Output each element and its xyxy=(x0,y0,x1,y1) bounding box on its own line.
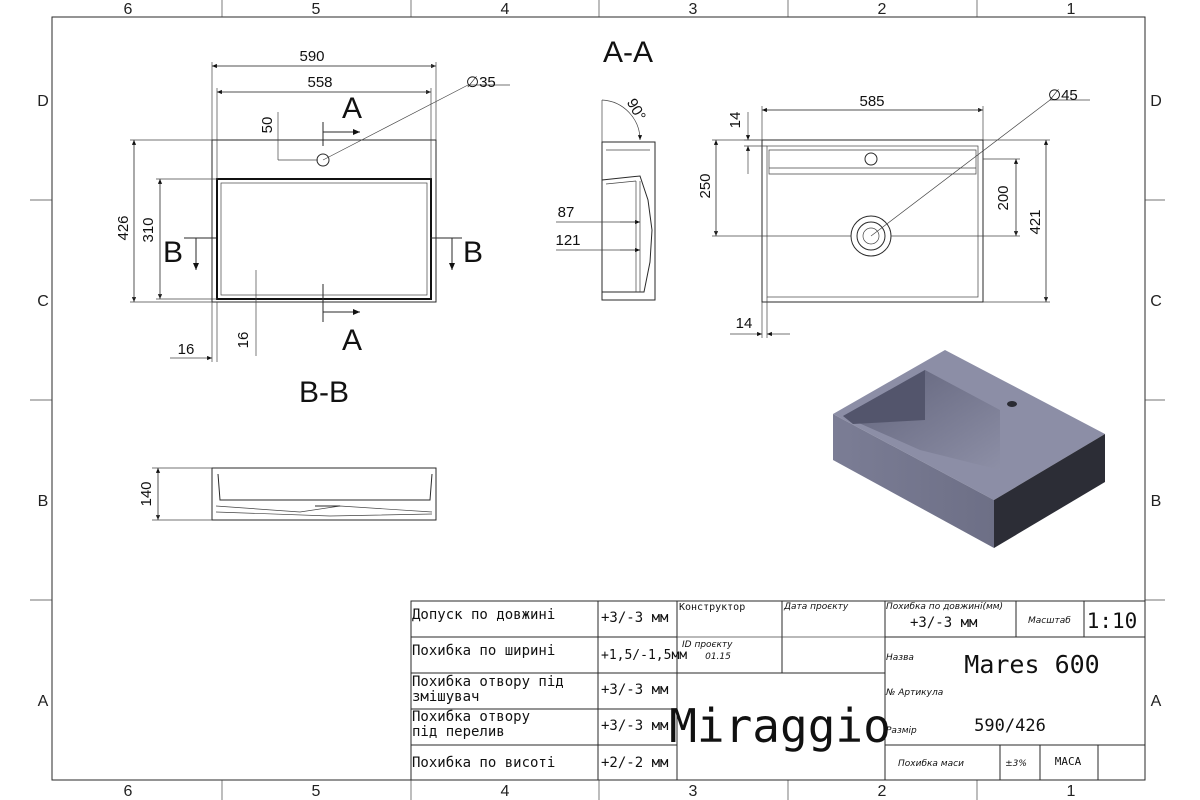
zone-bottom-5: 5 xyxy=(312,783,321,800)
section-title-aa: A-A xyxy=(603,36,653,69)
zone-top-3: 3 xyxy=(689,1,698,18)
mass-tolerance-value: ±3% xyxy=(1005,759,1027,769)
title-block xyxy=(410,600,1146,781)
zone-right-a: A xyxy=(1151,693,1162,710)
size-label: Размір xyxy=(886,726,917,736)
dim-drain-45: ∅45 xyxy=(1048,87,1078,104)
dim-hole-35: ∅35 xyxy=(466,74,496,91)
zone-left-c: C xyxy=(37,293,49,310)
tolerance-label-overflow-2: під перелив xyxy=(412,724,505,740)
zone-right-b: B xyxy=(1151,493,1162,510)
dim-310: 310 xyxy=(140,217,157,242)
dim-rim-14-bottom: 14 xyxy=(736,315,753,332)
cut-label-b-right: B xyxy=(463,236,483,269)
zone-bottom-4: 4 xyxy=(501,783,510,800)
zone-left-a: A xyxy=(38,693,49,710)
zone-bottom-1: 1 xyxy=(1067,783,1076,800)
top-view: 585 ∅45 14 250 200 421 14 xyxy=(697,87,1090,338)
mass-label: МАСА xyxy=(1055,755,1082,768)
dim-585: 585 xyxy=(859,93,884,110)
dim-50: 50 xyxy=(259,117,276,134)
zone-left-d: D xyxy=(37,93,49,110)
name-label: Назва xyxy=(886,653,914,663)
tolerance-label-height: Похибка по висоті xyxy=(412,755,555,771)
section-title-bb: B-B xyxy=(299,376,349,409)
size-value: 590/426 xyxy=(974,716,1046,736)
tolerance-value-length: +3/-3 мм xyxy=(601,610,669,626)
dim-16-bottom: 16 xyxy=(235,332,252,349)
mass-tolerance-label: Похибка маси xyxy=(898,759,964,769)
dim-rim-14-top: 14 xyxy=(727,112,744,129)
project-date-label: Дата проєкту xyxy=(783,602,849,612)
scale-label: Масштаб xyxy=(1028,616,1071,626)
dim-87: 87 xyxy=(558,204,575,221)
zone-bottom-6: 6 xyxy=(124,783,133,800)
project-id: 01.15 xyxy=(705,652,731,662)
dim-16-left: 16 xyxy=(178,341,195,358)
dim-590: 590 xyxy=(299,48,324,65)
dim-140: 140 xyxy=(138,481,155,506)
product-name: Mares 600 xyxy=(964,650,1099,679)
zone-top-4: 4 xyxy=(501,1,510,18)
tolerance-label-length: Допуск по довжині xyxy=(412,607,555,623)
cut-label-a-top: A xyxy=(342,92,362,125)
cut-label-a-bottom: A xyxy=(342,324,362,357)
dim-558: 558 xyxy=(307,74,332,91)
designer-label: Конструктор xyxy=(679,602,745,613)
tolerance-value-overflow: +3/-3 мм xyxy=(601,718,669,734)
tolerance-label-width: Похибка по ширині xyxy=(412,643,555,659)
dim-250: 250 xyxy=(697,173,714,198)
tolerance-label-overflow-1: Похибка отвору xyxy=(412,709,530,725)
dim-121: 121 xyxy=(555,232,580,249)
tolerance-value-mixer-hole: +3/-3 мм xyxy=(601,682,669,698)
zone-bottom-3: 3 xyxy=(689,783,698,800)
length-tolerance-label: Похибка по довжині(мм) xyxy=(886,602,1003,612)
dim-421: 421 xyxy=(1027,209,1044,234)
tolerance-label-mixer-hole-2: змішувач xyxy=(412,689,479,705)
section-bb-view: 140 xyxy=(138,467,437,521)
zone-top-5: 5 xyxy=(312,1,321,18)
brand-logo: Miraggio xyxy=(669,699,891,753)
dim-426: 426 xyxy=(115,215,132,240)
tolerance-label-mixer-hole-1: Похибка отвору під xyxy=(412,674,564,690)
zone-bottom-2: 2 xyxy=(878,783,887,800)
zone-top-1: 1 xyxy=(1067,1,1076,18)
zone-right-d: D xyxy=(1150,93,1162,110)
section-aa-view: 90° 87 121 xyxy=(555,96,656,301)
project-id-label: ID проєкту xyxy=(682,640,733,650)
length-tolerance-value: +3/-3 мм xyxy=(910,615,978,631)
zone-top-2: 2 xyxy=(878,1,887,18)
tolerance-value-width: +1,5/-1,5мм xyxy=(601,648,687,663)
tolerance-value-height: +2/-2 мм xyxy=(601,755,669,771)
dim-200: 200 xyxy=(995,185,1012,210)
scale-value: 1:10 xyxy=(1087,609,1138,633)
dim-angle-90: 90° xyxy=(623,96,649,124)
zone-right-c: C xyxy=(1150,293,1162,310)
basin-3d-render xyxy=(833,350,1105,548)
cut-label-b-left: B xyxy=(163,236,183,269)
zone-top-6: 6 xyxy=(124,1,133,18)
article-label: № Артикула xyxy=(885,688,943,698)
plan-view: 590 558 ∅35 50 426 310 16 16 xyxy=(115,48,510,362)
zone-left-b: B xyxy=(38,493,49,510)
